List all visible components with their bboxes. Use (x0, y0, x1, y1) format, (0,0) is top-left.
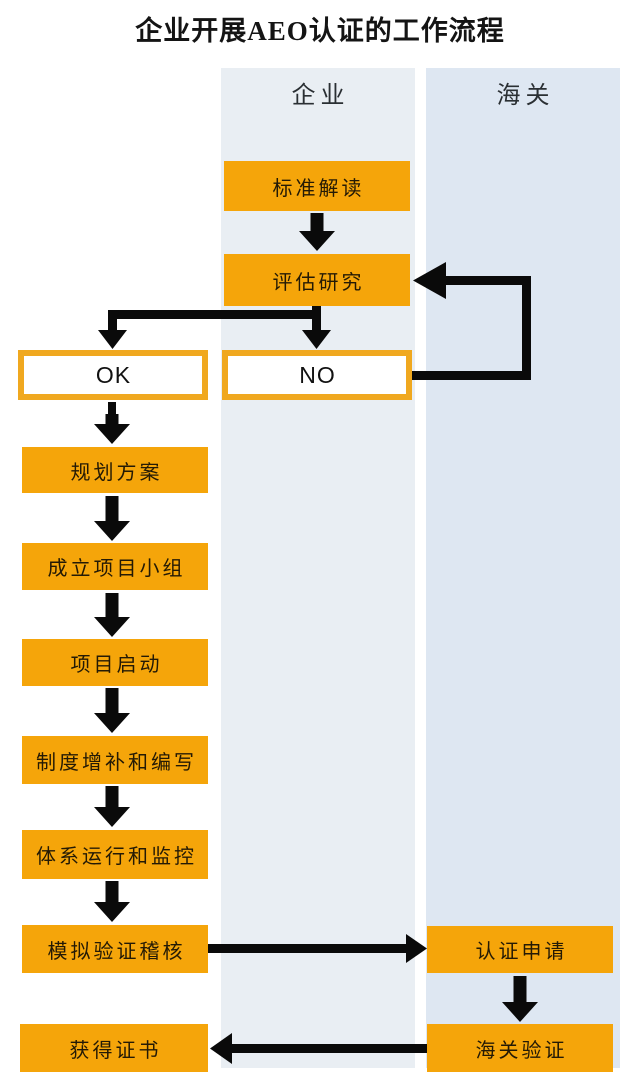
enterprise-lane-header: 企业 (291, 82, 350, 109)
enterprise-lane (221, 68, 415, 1068)
node-project-team: 成立项目小组 (22, 543, 208, 590)
node-planning-scheme: 规划方案 (22, 447, 208, 493)
node-obtain-certificate: 获得证书 (20, 1024, 208, 1072)
node-evaluation-research: 评估研究 (224, 254, 410, 306)
node-standard-reading: 标准解读 (224, 161, 410, 211)
node-decision-ok: OK (18, 350, 208, 400)
node-system-supplement: 制度增补和编写 (22, 736, 208, 784)
arrow-ok-to-planning (94, 402, 130, 444)
arrow-launch-to-supplement (94, 688, 130, 733)
arrow-supplement-to-operation (94, 786, 130, 827)
node-customs-verification: 海关验证 (427, 1024, 613, 1072)
node-system-operation: 体系运行和监控 (22, 830, 208, 879)
node-mock-audit: 模拟验证稽核 (22, 925, 208, 973)
node-decision-no: NO (222, 350, 412, 400)
customs-lane (426, 68, 620, 1068)
page-title: 企业开展AEO认证的工作流程 (135, 16, 505, 46)
arrow-operation-to-audit (94, 881, 130, 922)
node-project-launch: 项目启动 (22, 639, 208, 686)
arrow-planning-to-team (94, 496, 130, 541)
arrow-team-to-launch (94, 593, 130, 637)
node-cert-application: 认证申请 (427, 926, 613, 973)
customs-lane-header: 海关 (496, 82, 555, 109)
